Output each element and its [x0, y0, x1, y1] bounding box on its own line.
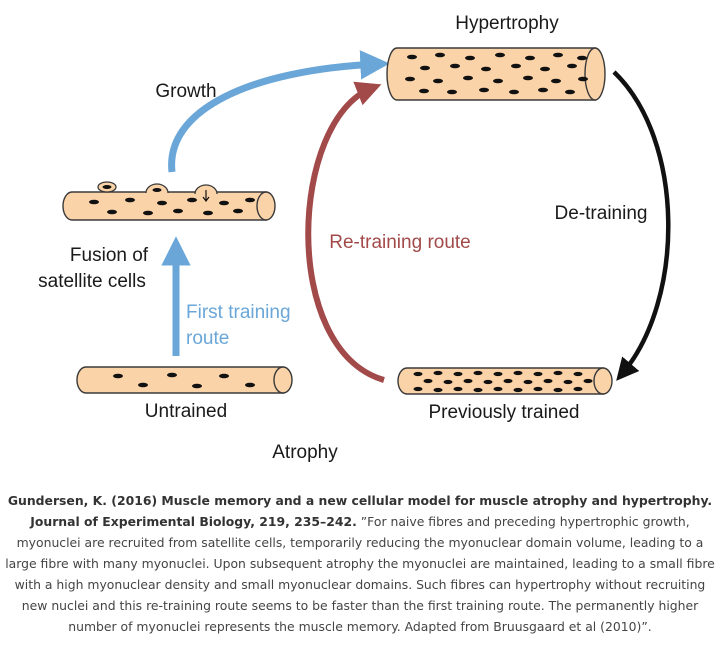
muscle-memory-diagram: Hypertrophy Growth De-training Fusion of… [38, 13, 671, 463]
de-training-arrow [612, 70, 671, 381]
satellite-fusion-fibre [62, 181, 276, 221]
caption-quote: ”For naive fibres and preceding hypertro… [5, 514, 715, 634]
growth-arrow [168, 50, 390, 173]
label-first-training-line2: route [186, 328, 229, 349]
label-atrophy: Atrophy [272, 442, 338, 463]
label-growth: Growth [155, 81, 216, 102]
hypertrophy-nuclei [405, 52, 588, 95]
previously-trained-nuclei [413, 370, 593, 393]
untrained-nuclei [113, 372, 255, 389]
label-de-training: De-training [555, 203, 648, 224]
figure-caption: Gundersen, K. (2016) Muscle memory and a… [4, 490, 716, 637]
satellite-cell-icon [97, 181, 117, 193]
caption-citation: Gundersen, K. (2016) Muscle memory and a… [7, 493, 713, 529]
satellite-cell-icon [145, 183, 169, 194]
re-training-arrow [305, 81, 385, 383]
previously-trained-fibre [397, 367, 613, 395]
fusing-satellite-cell-icon [194, 184, 218, 202]
label-first-training-line1: First training [186, 302, 291, 323]
label-fusion-line1: Fusion of [70, 245, 149, 266]
label-hypertrophy: Hypertrophy [455, 13, 559, 34]
fusion-fibre-nuclei [89, 197, 255, 216]
label-previously-trained: Previously trained [428, 402, 579, 423]
label-fusion-line2: satellite cells [38, 271, 146, 292]
label-untrained: Untrained [145, 401, 227, 422]
label-re-training-route: Re-training route [329, 232, 471, 253]
untrained-fibre [76, 366, 293, 394]
hypertrophy-fibre [386, 47, 606, 101]
